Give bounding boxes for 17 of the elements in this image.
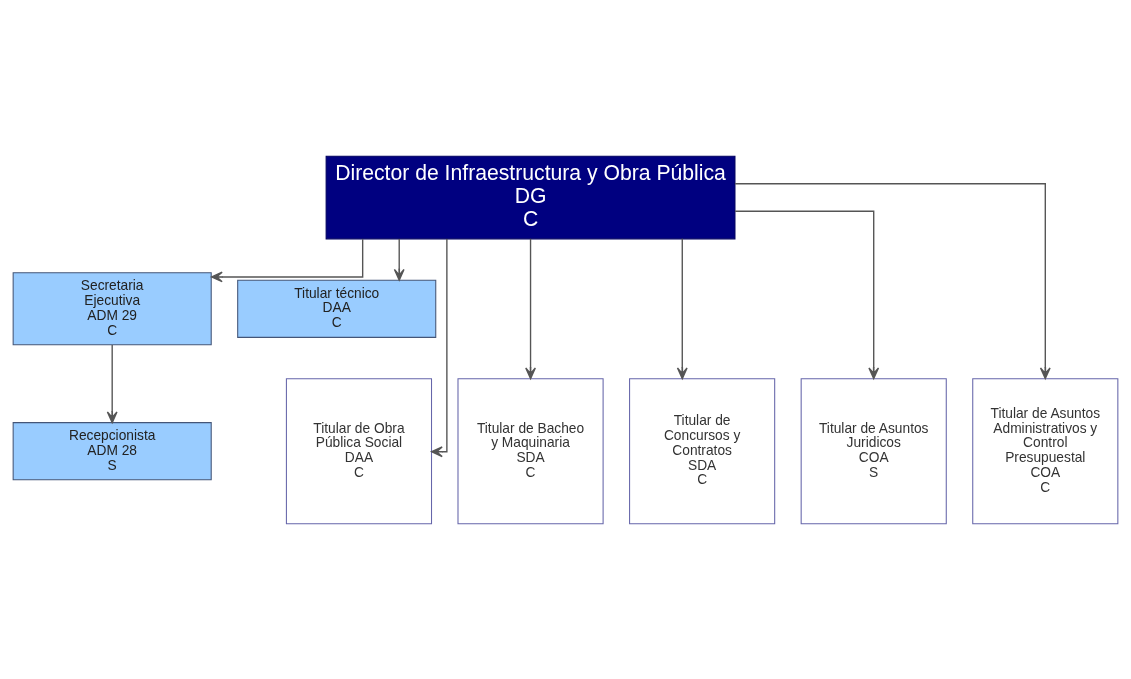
node-box: Titular de Bacheo y Maquinaria SDA C [457, 377, 604, 524]
arrow [525, 237, 536, 379]
node-box: Titular de Asuntos Juridicos COA S [800, 377, 947, 524]
node-box: Titular de Asuntos Administrativos y Control Presupuestal COA C [972, 377, 1119, 524]
node-box: Titular técnico DAA C [237, 279, 437, 338]
arrow [210, 237, 364, 282]
arrow [430, 237, 448, 457]
arrow [393, 237, 405, 281]
arrow [106, 343, 118, 423]
node-box: Recepcionista ADM 28 S [12, 421, 212, 480]
node-box: Secretaria Ejecutiva ADM 29 C [12, 271, 212, 345]
node-box: Titular de Concursos y Contratos SDA C [629, 377, 776, 524]
arrow [734, 182, 1051, 379]
arrow [676, 237, 688, 379]
node-box: Titular de Obra Pública Social DAA C [285, 377, 433, 524]
arrow [734, 210, 880, 379]
node-box: Director de Infraestructura y Obra Pública DG C [325, 155, 736, 239]
